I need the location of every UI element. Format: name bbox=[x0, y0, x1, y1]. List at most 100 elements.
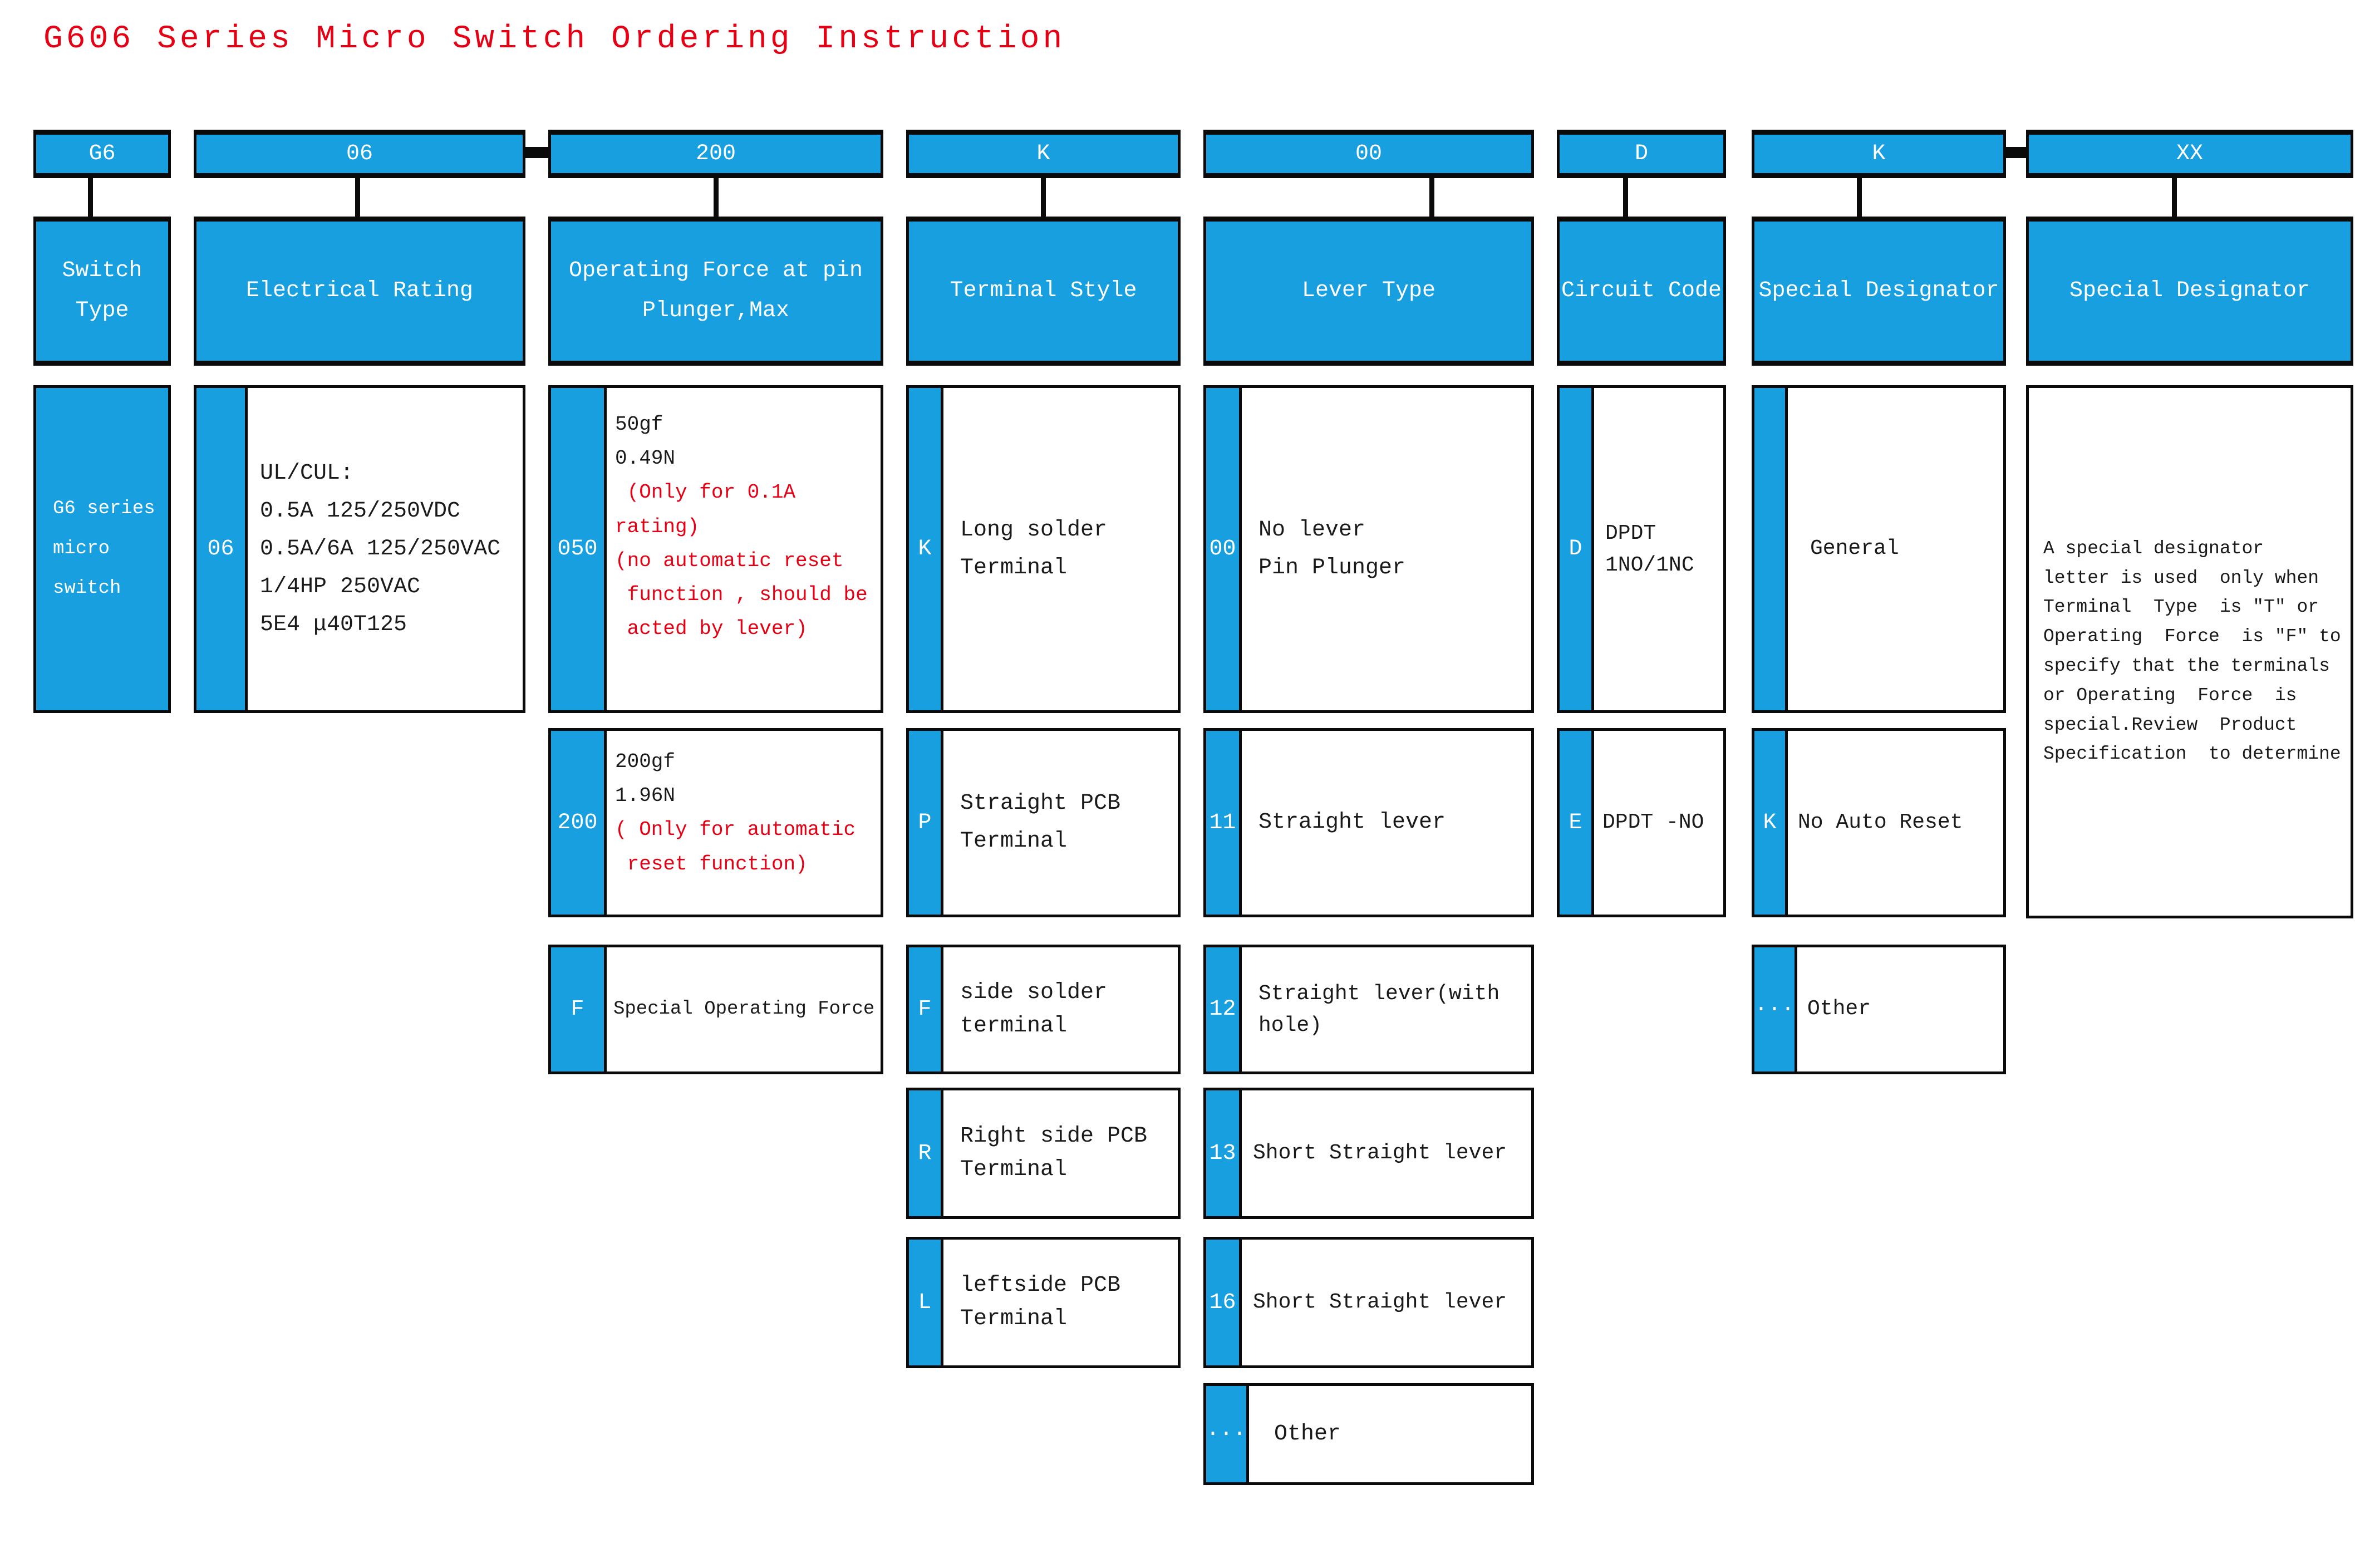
cell-force-050: 050 50gf 0.49N (Only for 0.1A rating) (n… bbox=[548, 385, 883, 713]
cell-text: Straight lever(with hole) bbox=[1258, 981, 1500, 1038]
header-label: Circuit Code bbox=[1561, 278, 1722, 303]
page-title: G606 Series Micro Switch Ordering Instru… bbox=[43, 21, 1066, 57]
connector-tick bbox=[1041, 177, 1046, 218]
header-special-designator-2: Special Designator bbox=[2026, 217, 2353, 366]
code-badge: F bbox=[909, 947, 943, 1071]
cell-switch-series: G6 series micro switch bbox=[33, 385, 171, 713]
connector-tick bbox=[2172, 177, 2177, 218]
cell-text: UL/CUL: 0.5A 125/250VDC 0.5A/6A 125/250V… bbox=[260, 460, 501, 637]
connector-dash bbox=[2006, 147, 2026, 158]
top-code-k-special: K bbox=[1752, 130, 2006, 178]
header-label: Terminal Style bbox=[950, 278, 1137, 303]
cell-note: (Only for 0.1A rating) (no automatic res… bbox=[615, 481, 868, 641]
code-label: 12 bbox=[1209, 997, 1236, 1022]
code-label: L bbox=[918, 1290, 932, 1315]
header-electrical-rating: Electrical Rating bbox=[194, 217, 525, 366]
code-label: D bbox=[1569, 537, 1582, 562]
cell-terminal-f: F side solder terminal bbox=[906, 945, 1181, 1074]
top-code-xx: XX bbox=[2026, 130, 2353, 178]
cell-text: General bbox=[1810, 537, 1899, 561]
top-code-06: 06 bbox=[194, 130, 525, 178]
cell-text: Short Straight lever bbox=[1253, 1290, 1507, 1314]
code-label: 16 bbox=[1209, 1290, 1236, 1315]
cell-terminal-l: L leftside PCB Terminal bbox=[906, 1237, 1181, 1368]
code-label: 06 bbox=[346, 141, 373, 166]
cell-text: No Auto Reset bbox=[1798, 810, 1963, 834]
cell-text: 50gf 0.49N bbox=[615, 413, 676, 470]
cell-lever-11: 11 Straight lever bbox=[1203, 728, 1534, 917]
cell-circuit-e: E DPDT -NO bbox=[1557, 728, 1726, 917]
cell-lever-16: 16 Short Straight lever bbox=[1203, 1237, 1534, 1368]
cell-text: Other bbox=[1274, 1421, 1341, 1447]
code-label: 00 bbox=[1355, 141, 1382, 166]
header-circuit-code: Circuit Code bbox=[1557, 217, 1726, 366]
header-label: Special Designator bbox=[2069, 278, 2310, 303]
header-lever-type: Lever Type bbox=[1203, 217, 1534, 366]
code-label: 13 bbox=[1209, 1141, 1236, 1166]
top-code-d: D bbox=[1557, 130, 1726, 178]
cell-text: leftside PCB Terminal bbox=[960, 1273, 1121, 1331]
code-label: K bbox=[1872, 141, 1886, 166]
top-code-200: 200 bbox=[548, 130, 883, 178]
code-badge: ··· bbox=[1206, 1386, 1250, 1482]
code-badge: R bbox=[909, 1090, 943, 1216]
code-badge: 050 bbox=[551, 388, 607, 710]
cell-text: G6 series micro switch bbox=[53, 498, 155, 599]
cell-terminal-r: R Right side PCB Terminal bbox=[906, 1088, 1181, 1219]
top-code-00: 00 bbox=[1203, 130, 1534, 178]
code-label: 200 bbox=[695, 141, 736, 166]
top-code-g6: G6 bbox=[33, 130, 171, 178]
code-badge: 12 bbox=[1206, 947, 1242, 1071]
cell-text: Special Operating Force bbox=[613, 998, 875, 1020]
code-badge: F bbox=[551, 947, 607, 1071]
code-label: P bbox=[918, 810, 932, 835]
code-label: ··· bbox=[1206, 1422, 1247, 1447]
connector-tick bbox=[1857, 177, 1862, 218]
top-code-k-terminal: K bbox=[906, 130, 1181, 178]
cell-text: Long solder Terminal bbox=[960, 517, 1108, 581]
code-badge: 00 bbox=[1206, 388, 1242, 710]
cell-force-f: F Special Operating Force bbox=[548, 945, 883, 1074]
cell-special-k: K No Auto Reset bbox=[1752, 728, 2006, 917]
cell-text: A special designator letter is used only… bbox=[2043, 538, 2341, 765]
cell-text: DPDT -NO bbox=[1602, 810, 1704, 834]
code-label: F bbox=[918, 997, 932, 1022]
connector-tick bbox=[355, 177, 360, 218]
header-label: Switch Type bbox=[62, 258, 142, 323]
code-label: F bbox=[571, 997, 584, 1022]
cell-lever-13: 13 Short Straight lever bbox=[1203, 1088, 1534, 1219]
connector-tick bbox=[1623, 177, 1628, 218]
code-label: G6 bbox=[89, 141, 116, 166]
code-badge bbox=[1754, 388, 1788, 710]
code-badge: K bbox=[1754, 731, 1788, 915]
code-label: R bbox=[918, 1141, 932, 1166]
cell-text: Short Straight lever bbox=[1253, 1141, 1507, 1165]
code-label: E bbox=[1569, 810, 1582, 835]
header-label: Special Designator bbox=[1758, 278, 1999, 303]
code-badge: P bbox=[909, 731, 943, 915]
cell-text: Straight lever bbox=[1258, 810, 1446, 835]
code-badge: K bbox=[909, 388, 943, 710]
header-special-designator-1: Special Designator bbox=[1752, 217, 2006, 366]
cell-text: Straight PCB Terminal bbox=[960, 791, 1121, 854]
code-badge: 06 bbox=[196, 388, 248, 710]
code-label: 06 bbox=[207, 537, 234, 562]
cell-text: 200gf 1.96N bbox=[615, 750, 676, 808]
connector-tick bbox=[88, 177, 93, 218]
cell-note: ( Only for automatic reset function) bbox=[615, 818, 856, 876]
cell-terminal-k: K Long solder Terminal bbox=[906, 385, 1181, 713]
code-badge: 200 bbox=[551, 731, 607, 915]
code-badge: 11 bbox=[1206, 731, 1242, 915]
cell-lever-00: 00 No lever Pin Plunger bbox=[1203, 385, 1534, 713]
code-label: 050 bbox=[557, 537, 598, 562]
header-label: Electrical Rating bbox=[245, 278, 474, 303]
code-label: K bbox=[918, 537, 932, 562]
cell-special-note: A special designator letter is used only… bbox=[2026, 385, 2353, 918]
code-badge: L bbox=[909, 1240, 943, 1365]
connector-tick bbox=[1429, 177, 1434, 218]
connector-dash bbox=[525, 147, 548, 158]
code-label: D bbox=[1634, 141, 1648, 166]
code-badge: 16 bbox=[1206, 1240, 1242, 1365]
header-label: Lever Type bbox=[1301, 278, 1436, 303]
